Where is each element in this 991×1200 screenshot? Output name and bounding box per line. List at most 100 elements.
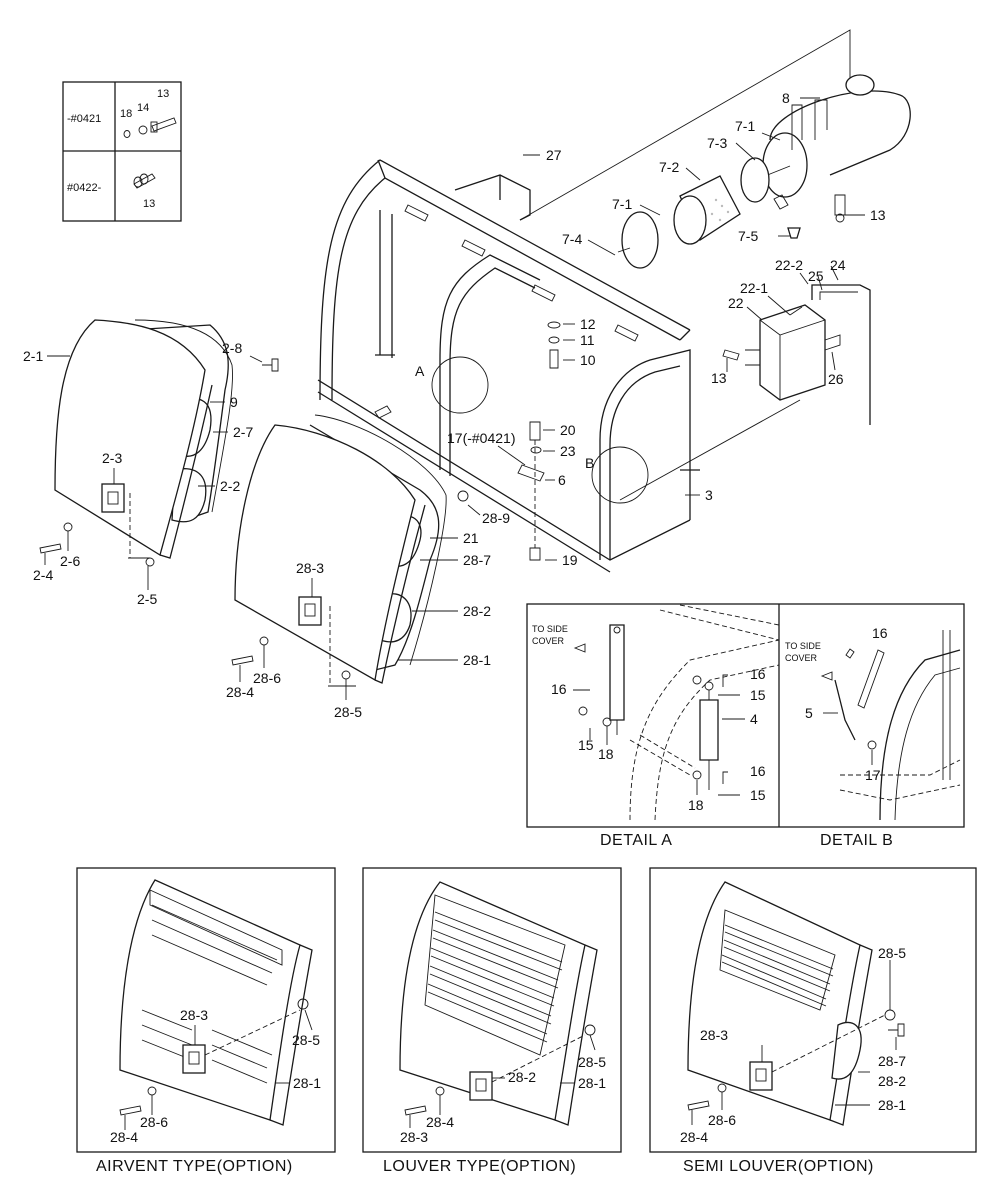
label-7-3: 7-3 bbox=[707, 135, 727, 151]
leader-lines bbox=[44, 97, 865, 700]
label-2-5: 2-5 bbox=[137, 591, 157, 607]
semi-label-28-3: 28-3 bbox=[700, 1027, 728, 1043]
louver-slats bbox=[427, 911, 563, 1043]
detail-a-label-18b: 18 bbox=[688, 797, 704, 813]
louver-panel: 28-5 28-2 28-1 28-4 28-3 LOUVER TYPE(OPT… bbox=[362, 867, 622, 1175]
label-2-3: 2-3 bbox=[102, 450, 122, 466]
bolt-icon bbox=[133, 173, 156, 189]
detail-b-label-16: 16 bbox=[872, 625, 888, 641]
label-22: 22 bbox=[728, 295, 744, 311]
label-28-7: 28-7 bbox=[463, 552, 491, 568]
airvent-label-28-6: 28-6 bbox=[140, 1114, 168, 1130]
label-28-1: 28-1 bbox=[463, 652, 491, 668]
label-26: 26 bbox=[828, 371, 844, 387]
airvent-label-28-3: 28-3 bbox=[180, 1007, 208, 1023]
side-cover-28 bbox=[234, 414, 447, 687]
label-9: 9 bbox=[230, 394, 238, 410]
detail-a-label-15b: 15 bbox=[750, 687, 766, 703]
airvent-label-28-5: 28-5 bbox=[292, 1032, 320, 1048]
semi-label-28-4: 28-4 bbox=[680, 1129, 708, 1145]
label-22-1: 22-1 bbox=[740, 280, 768, 296]
label-25: 25 bbox=[808, 268, 824, 284]
detail-b-caption: DETAIL B bbox=[820, 832, 893, 849]
serial-part-13b: 13 bbox=[143, 198, 155, 210]
label-7-1b: 7-1 bbox=[612, 196, 632, 212]
reserve-tank bbox=[722, 284, 871, 425]
label-10: 10 bbox=[580, 352, 596, 368]
detail-a-label-16b: 16 bbox=[750, 666, 766, 682]
label-17: 17(-#0421) bbox=[447, 430, 516, 446]
detail-a-label-4: 4 bbox=[750, 711, 758, 727]
label-13b: 13 bbox=[711, 370, 727, 386]
serial-range-2: #0422- bbox=[67, 182, 102, 194]
label-2-7: 2-7 bbox=[233, 424, 253, 440]
semi-label-28-5: 28-5 bbox=[878, 945, 906, 961]
label-7-2: 7-2 bbox=[659, 159, 679, 175]
label-2-8: 2-8 bbox=[222, 340, 242, 356]
label-28-3: 28-3 bbox=[296, 560, 324, 576]
serial-part-14: 14 bbox=[137, 102, 149, 114]
detail-b-note-line1: TO SIDE bbox=[785, 641, 821, 651]
detail-box: TO SIDE COVER 16 15 18 16 15 4 16 15 18 … bbox=[526, 603, 965, 849]
label-23: 23 bbox=[560, 443, 576, 459]
cover-frame bbox=[317, 159, 700, 573]
airvent-label-28-4: 28-4 bbox=[110, 1129, 138, 1145]
louver-label-28-3: 28-3 bbox=[400, 1129, 428, 1145]
detail-a-label-18a: 18 bbox=[598, 746, 614, 762]
semi-label-28-2: 28-2 bbox=[878, 1073, 906, 1089]
detail-a-caption: DETAIL A bbox=[600, 832, 672, 849]
label-28-4: 28-4 bbox=[226, 684, 254, 700]
louver-caption: LOUVER TYPE(OPTION) bbox=[383, 1158, 576, 1175]
semi-label-28-7: 28-7 bbox=[878, 1053, 906, 1069]
label-2-6: 2-6 bbox=[60, 553, 80, 569]
label-20: 20 bbox=[560, 422, 576, 438]
detail-b-drawing bbox=[820, 630, 961, 821]
serial-table: -#0421 #0422- 18 14 13 13 bbox=[62, 81, 182, 222]
semi-louver-caption: SEMI LOUVER(OPTION) bbox=[683, 1158, 874, 1175]
detail-a-drawing bbox=[573, 604, 780, 821]
detail-a-label-16a: 16 bbox=[551, 681, 567, 697]
airvent-panel: 28-3 28-5 28-1 28-6 28-4 AIRVENT TYPE(OP… bbox=[76, 867, 336, 1175]
detail-b-note-line2: COVER bbox=[785, 653, 818, 663]
serial-range-1: -#0421 bbox=[67, 113, 101, 125]
louver-label-28-1: 28-1 bbox=[578, 1075, 606, 1091]
label-3: 3 bbox=[705, 487, 713, 503]
label-28-5: 28-5 bbox=[334, 704, 362, 720]
hinge-hardware bbox=[517, 321, 561, 561]
detail-b-label-17: 17 bbox=[865, 767, 881, 783]
detail-a-note-line2: COVER bbox=[532, 636, 565, 646]
label-28-9: 28-9 bbox=[482, 510, 510, 526]
semi-label-28-6: 28-6 bbox=[708, 1112, 736, 1128]
airvent-caption: AIRVENT TYPE(OPTION) bbox=[96, 1158, 293, 1175]
label-8: 8 bbox=[782, 90, 790, 106]
label-detail-a: A bbox=[415, 363, 425, 379]
louver-label-28-4: 28-4 bbox=[426, 1114, 454, 1130]
label-7-4: 7-4 bbox=[562, 231, 582, 247]
label-2-2: 2-2 bbox=[220, 478, 240, 494]
detail-b-callout bbox=[591, 446, 649, 504]
serial-part-13a: 13 bbox=[157, 88, 169, 100]
detail-a-callout bbox=[431, 356, 489, 414]
side-cover-2 bbox=[54, 319, 233, 559]
label-28-2: 28-2 bbox=[463, 603, 491, 619]
semi-louver-slats bbox=[721, 924, 834, 1007]
semi-label-28-1: 28-1 bbox=[878, 1097, 906, 1113]
main-labels: 27 8 7-1 7-3 7-2 7-1 7-4 7-5 13 22-2 25 … bbox=[23, 90, 886, 720]
label-12: 12 bbox=[580, 316, 596, 332]
louver-label-28-2: 28-2 bbox=[508, 1069, 536, 1085]
label-2-4: 2-4 bbox=[33, 567, 53, 583]
label-22-2: 22-2 bbox=[775, 257, 803, 273]
air-cleaner bbox=[617, 74, 911, 269]
label-detail-b: B bbox=[585, 455, 594, 471]
airvent-label-28-1: 28-1 bbox=[293, 1075, 321, 1091]
detail-b-label-5: 5 bbox=[805, 705, 813, 721]
label-13a: 13 bbox=[870, 207, 886, 223]
bolt-washer-icon bbox=[123, 117, 177, 138]
label-6: 6 bbox=[558, 472, 566, 488]
louver-label-28-5: 28-5 bbox=[578, 1054, 606, 1070]
label-2-1: 2-1 bbox=[23, 348, 43, 364]
label-7-5: 7-5 bbox=[738, 228, 758, 244]
label-28-6: 28-6 bbox=[253, 670, 281, 686]
detail-a-label-15c: 15 bbox=[750, 787, 766, 803]
